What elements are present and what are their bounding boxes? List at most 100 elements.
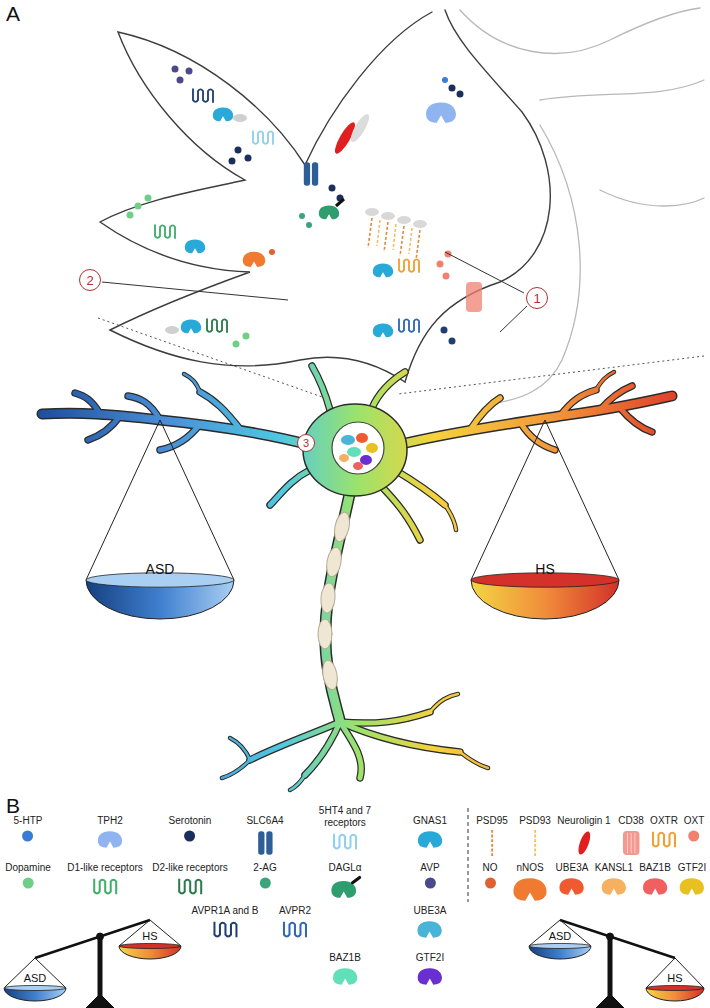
legend-swatch: [487, 829, 497, 857]
legend-label: KANSL1: [595, 862, 633, 874]
legend-swatch: [91, 876, 119, 898]
legend-item: CD38: [618, 815, 644, 857]
legend-swatch: [97, 829, 123, 849]
legend-label: Dopamine: [5, 862, 51, 874]
separator: [468, 808, 469, 902]
legend-swatch: [512, 876, 548, 902]
legend-swatch: [21, 829, 35, 843]
legend-label: 5HT4 and 7 receptors: [313, 805, 377, 829]
pan-rim: [4, 985, 66, 990]
legend-swatch: [687, 829, 701, 843]
scale-pan: ASD: [3, 958, 67, 1002]
legend-label: D1-like receptors: [67, 862, 143, 874]
pan-label: HS: [535, 561, 554, 577]
legend-swatch: [281, 919, 309, 941]
legend-item: SLC6A4: [246, 815, 283, 857]
legend-item: BAZ1B: [639, 862, 671, 896]
legend-label: BAZ1B: [639, 862, 671, 874]
legend-item: PSD95: [476, 815, 508, 857]
legend-swatch: [417, 966, 443, 986]
legend-item: nNOS: [512, 862, 548, 902]
legend-item: AVPR2: [279, 905, 311, 941]
neuron: [42, 366, 672, 790]
pan-rim: [646, 985, 704, 990]
scale-pan: ASD: [528, 920, 592, 960]
legend-label: UBE3A: [414, 905, 447, 917]
legend-item: OXT: [684, 815, 705, 843]
legend-label: 2-AG: [253, 862, 276, 874]
legend-label: AVPR2: [279, 905, 311, 917]
legend-swatch: [423, 876, 437, 890]
legend-item: Serotonin: [169, 815, 212, 843]
legend-swatch: [417, 919, 443, 939]
scale-pan: ASD: [85, 420, 235, 620]
legend-swatch: [601, 876, 627, 896]
pan-label: HS: [667, 972, 682, 985]
legend-swatch: [21, 876, 35, 890]
legend-swatch: [176, 876, 204, 898]
legend-item: AVPR1A and B: [191, 905, 258, 941]
legend-item: 5HT4 and 7 receptors: [313, 805, 377, 853]
legend-item: GTF2I: [678, 862, 706, 896]
legend-swatch: [417, 829, 443, 849]
callout-number: 1: [526, 287, 548, 309]
legend-label: GTF2I: [416, 952, 444, 964]
pan-outline: [85, 420, 235, 620]
legend-label: GTF2I: [678, 862, 706, 874]
leader-line: [102, 252, 527, 332]
pan-hanger: [119, 920, 181, 946]
legend-label: DAGLα: [328, 862, 361, 874]
legend-label: UBE3A: [556, 862, 589, 874]
legend-label: Serotonin: [169, 815, 212, 827]
scale-pan: HS: [470, 420, 620, 620]
balance-stand: [35, 920, 675, 1008]
pan-rim: [119, 943, 181, 948]
legend-label: GNAS1: [413, 815, 447, 827]
legend-swatch: [330, 876, 360, 900]
legend-item: PSD93: [519, 815, 551, 857]
pan-hanger: [646, 958, 704, 988]
legend-label: 5-HTP: [14, 815, 43, 827]
panel-letter: A: [6, 2, 20, 25]
legend-swatch: [483, 876, 497, 890]
legend-label: PSD93: [519, 815, 551, 827]
legend-item: Neuroligin 1: [557, 815, 610, 857]
legend-swatch: [650, 829, 678, 851]
legend-swatch: [679, 876, 705, 896]
panel-letter: B: [6, 794, 20, 817]
legend-swatch: [332, 966, 358, 986]
legend-label: NO: [483, 862, 498, 874]
legend-item: 5-HTP: [14, 815, 43, 843]
pan-hanger: [86, 420, 234, 580]
callout-number: 3: [297, 434, 315, 452]
scale-pan: HS: [118, 920, 182, 960]
legend-item: KANSL1: [595, 862, 633, 896]
legend-swatch: [530, 829, 540, 857]
legend-swatch: [574, 829, 594, 857]
legend-item: Dopamine: [5, 862, 51, 890]
legend-label: AVPR1A and B: [191, 905, 258, 917]
synapse-molecules: [127, 66, 483, 348]
legend-item: GNAS1: [413, 815, 447, 849]
zoom-line: [98, 318, 704, 398]
legend-label: Neuroligin 1: [557, 815, 610, 827]
pan-label: ASD: [549, 930, 572, 943]
legend-item: GTF2I: [416, 952, 444, 986]
legend-item: UBE3A: [556, 862, 589, 896]
legend-swatch: [559, 876, 585, 896]
legend-label: nNOS: [512, 862, 548, 874]
legend-item: AVP: [420, 862, 439, 890]
legend-item: D1-like receptors: [67, 862, 143, 898]
legend-swatch: [620, 829, 642, 857]
pan-label: ASD: [24, 972, 47, 985]
legend-label: D2-like receptors: [152, 862, 228, 874]
legend-swatch: [183, 829, 197, 843]
legend-swatch: [258, 876, 272, 890]
scale-pan: HS: [645, 958, 705, 1002]
legend-swatch: [256, 829, 274, 857]
legend-item: DAGLα: [328, 862, 361, 900]
legend-item: 2-AG: [253, 862, 276, 890]
legend-label: BAZ1B: [329, 952, 361, 964]
